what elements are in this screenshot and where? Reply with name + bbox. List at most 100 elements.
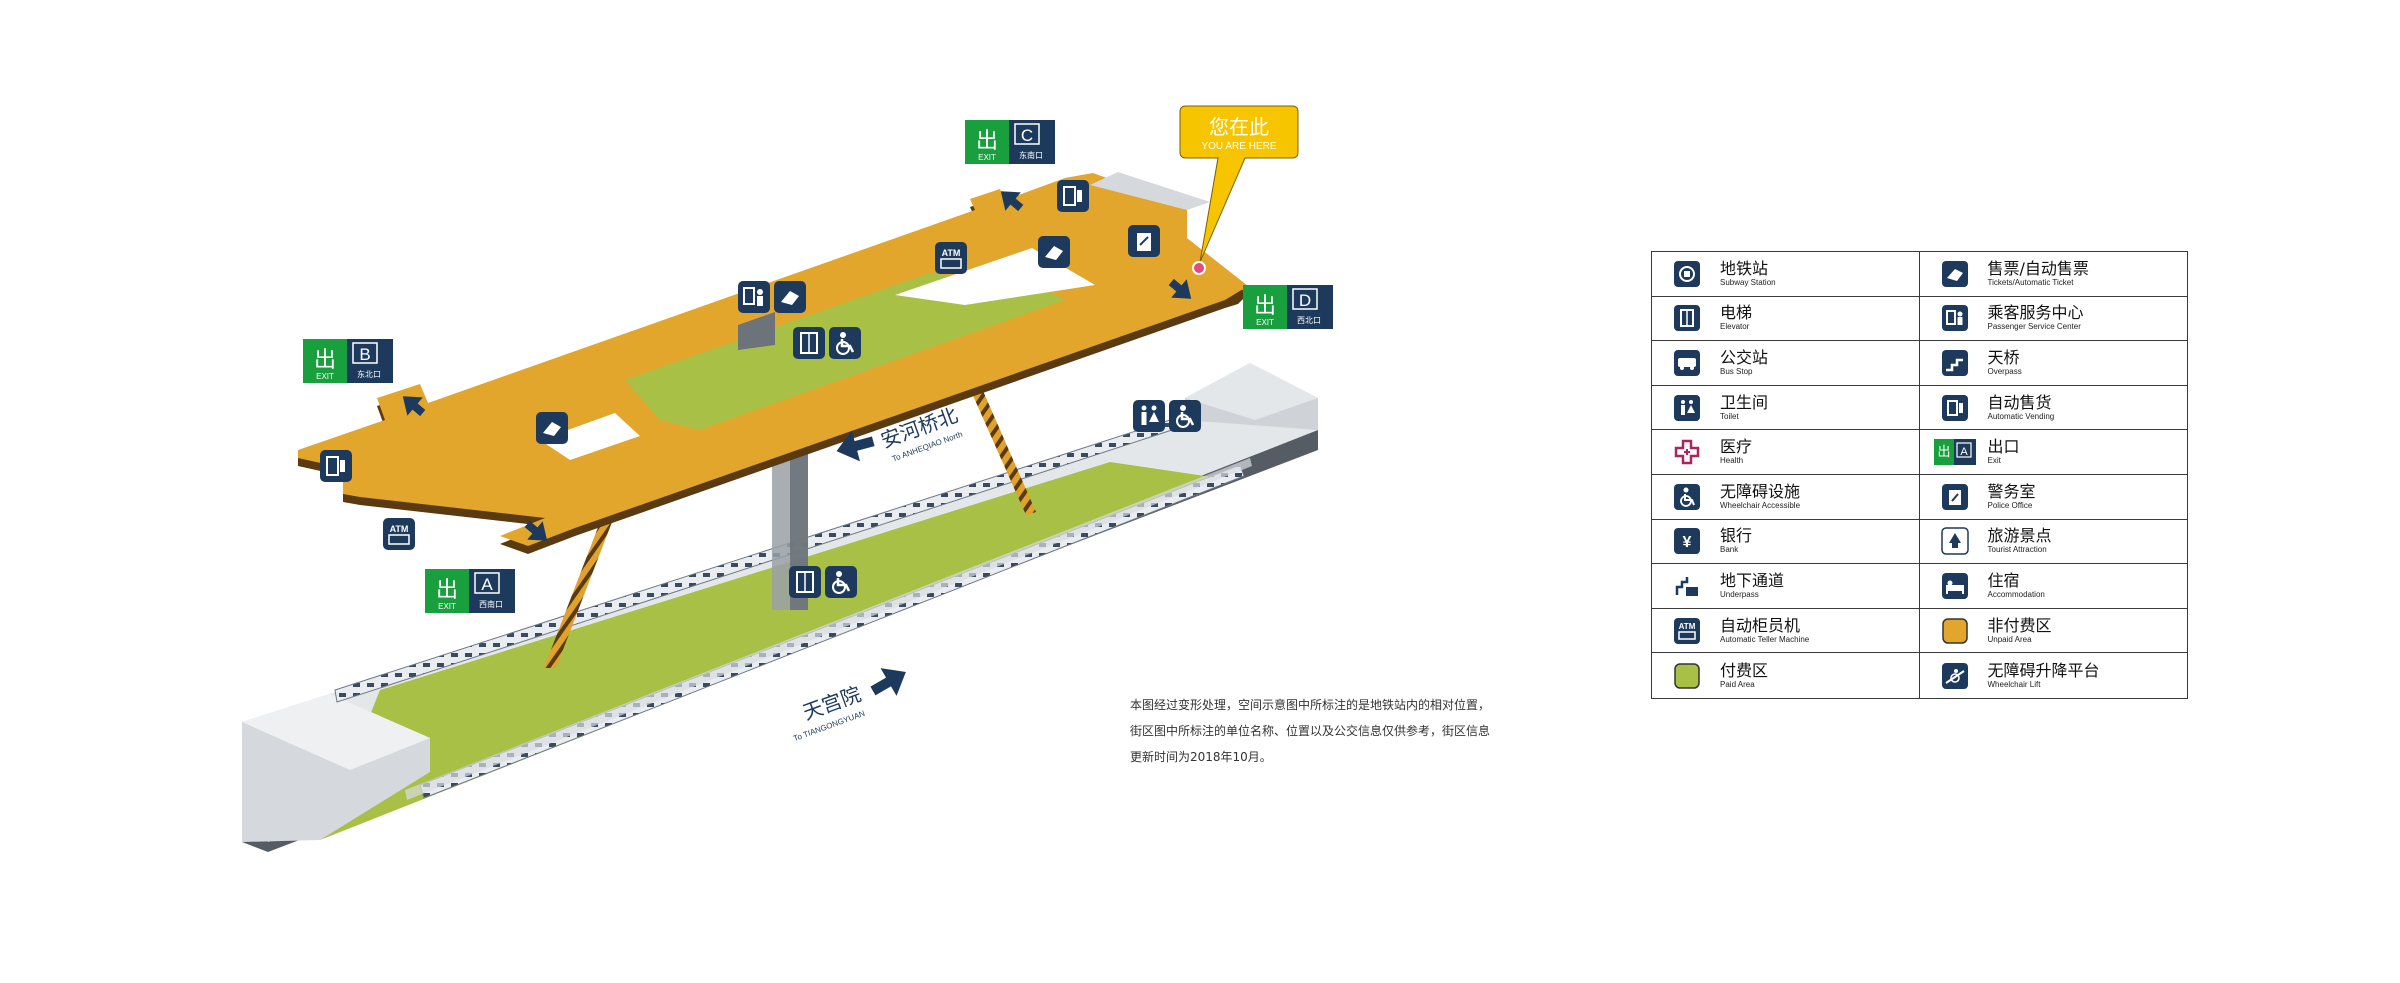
exit-sign-d: 出 EXIT D 西北口 [1243,285,1333,329]
legend-label-cn: 卫生间 [1720,392,1769,412]
atm-icon: ATM [1674,617,1700,644]
svg-text:西北口: 西北口 [1297,316,1321,325]
svg-text:EXIT: EXIT [978,153,996,162]
svg-text:A: A [1960,446,1968,458]
svg-text:出: 出 [1937,445,1950,460]
you-are-here-en: YOU ARE HERE [1201,141,1276,152]
unpaid-area-swatch [1941,617,1968,644]
arrow-exit-a [524,520,548,541]
atm-icon-2: ATM [935,242,967,274]
legend-label-cn: 电梯 [1720,303,1753,323]
svg-text:¥: ¥ [1683,534,1692,551]
svg-text:东南口: 东南口 [1019,150,1043,160]
legend-label-en: Automatic Teller Machine [1720,634,1810,644]
ticket-vending-icon [1941,260,1968,287]
legend-label-cn: 自动柜员机 [1720,615,1801,635]
police-icon [1941,483,1968,510]
you-are-here-marker [1192,261,1206,275]
svg-text:EXIT: EXIT [316,372,334,381]
elevator-icon-2 [789,566,821,598]
legend-label-cn: 无障碍设施 [1720,481,1801,501]
svg-text:东北口: 东北口 [357,369,381,379]
legend-label-en: Passenger Service Center [1987,322,2081,332]
wheelchair-icon-3 [825,566,857,598]
legend-label-cn: 无障碍升降平台 [1987,660,2100,680]
legend-label-cn: 乘客服务中心 [1987,303,2084,323]
corridor-north-east [1090,172,1210,210]
legend-label-cn: 医疗 [1720,437,1753,457]
arrow-exit-d [1168,278,1192,299]
legend-label-en: Police Office [1987,500,2033,510]
svg-text:出: 出 [436,578,458,603]
legend-label-cn: 银行 [1720,526,1753,546]
legend-label-cn: 地下通道 [1720,570,1785,590]
legend-label-en: Health [1720,456,1744,466]
legend-label-en: Wheelchair Lift [1987,679,2041,689]
platform-level [242,363,1318,852]
health-icon [1674,439,1700,465]
atm-icon: ATM [383,518,415,550]
concourse-void-south [540,413,640,460]
toilet-icon [1674,394,1700,421]
svg-text:ATM: ATM [390,524,409,534]
legend-label-cn: 警务室 [1987,481,2036,501]
legend-label-cn: 旅游景点 [1987,526,2052,546]
service-center-icon [1941,305,1968,332]
legend-label-en: Overpass [1987,366,2022,376]
ticket-vending-icon [536,412,568,444]
legend-label-cn: 非付费区 [1987,615,2052,635]
exit-d-letter: D [1299,291,1311,310]
legend-label-en: Automatic Vending [1987,411,2055,421]
bus-stop-icon [1674,349,1700,376]
legend-label-cn: 出口 [1987,437,2020,457]
wheelchair-icon [1674,483,1700,510]
arrow-exit-c [1000,191,1024,212]
wheelchair-lift-icon [1941,662,1968,689]
arrow-to-south [870,668,906,696]
direction-south-label: 天宫院 To TIANGONGYUAN [792,682,866,743]
you-are-here-cn: 您在此 [1209,115,1269,139]
legend-label-en: Underpass [1720,589,1759,599]
bank-icon: ¥ [1674,528,1700,555]
svg-text:出: 出 [314,348,336,373]
ticket-vending-icon-2 [774,281,806,313]
legend-label-cn: 公交站 [1720,347,1769,367]
svg-text:ATM: ATM [1679,622,1696,631]
legend-label-en: Toilet [1720,411,1739,421]
paid-area-swatch [1674,662,1700,689]
legend-label-cn: 售票/自动售票 [1987,258,2089,278]
elevator-icon [1674,305,1700,332]
legend-label-cn: 付费区 [1720,660,1769,680]
exit-sign-a: 出 EXIT A 西南口 [425,569,515,613]
exit-c-letter: C [1021,126,1033,145]
svg-text:出: 出 [976,129,998,154]
disclaimer-note: 本图经过变形处理，空间示意图中所标注的是地铁站内的相对位置，街区图中所标注的单位… [1130,698,1491,764]
svg-text:西南口: 西南口 [479,599,503,609]
legend-label-en: Unpaid Area [1987,634,2032,644]
legend-label-en: Tourist Attraction [1987,545,2047,555]
legend-label-en: Tickets/Automatic Ticket [1987,277,2074,287]
accommodation-icon [1941,572,1968,599]
svg-text:EXIT: EXIT [1256,318,1274,327]
legend-label-en: Bus Stop [1720,366,1753,376]
vending-icon [320,450,352,482]
legend-label-cn: 地铁站 [1720,258,1769,278]
legend-label-en: Accommodation [1987,589,2045,599]
